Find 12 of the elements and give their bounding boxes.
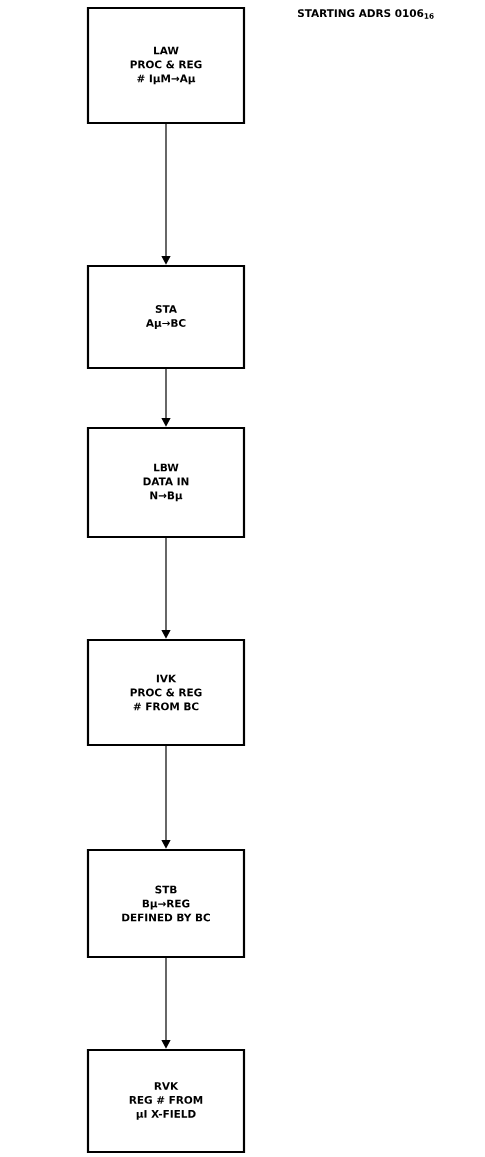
arrow bbox=[161, 745, 171, 849]
arrow bbox=[161, 368, 171, 427]
arrow bbox=[161, 957, 171, 1049]
process-box: STA Aμ→BC bbox=[86, 264, 246, 370]
process-box: LAW PROC & REG # IμM→Aμ bbox=[86, 6, 246, 125]
arrow bbox=[161, 537, 171, 639]
note-text: STARTING ADRS 0106$_{16}$ bbox=[297, 9, 434, 19]
process-box: RVK REG # FROM μI X-FIELD bbox=[86, 1048, 246, 1154]
process-box: IVK PROC & REG # FROM BC bbox=[86, 638, 246, 747]
process-box: LBW DATA IN N→Bμ bbox=[86, 426, 246, 539]
process-box: STB Bμ→REG DEFINED BY BC bbox=[86, 848, 246, 959]
arrow bbox=[161, 123, 171, 265]
